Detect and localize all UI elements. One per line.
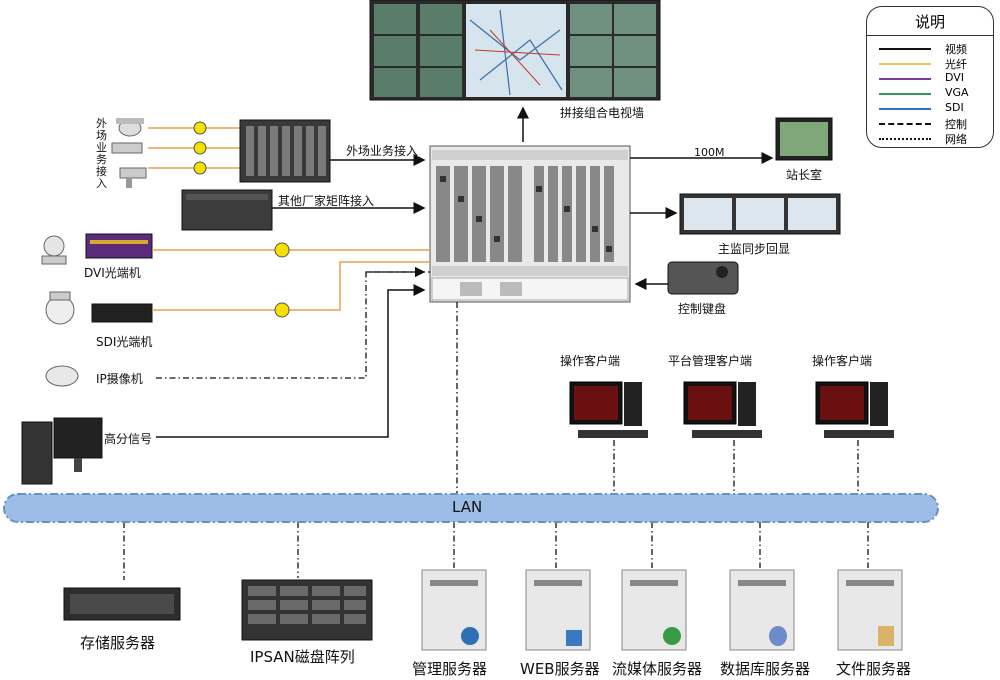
other-matrix-label: 其他厂家矩阵接入: [278, 194, 375, 208]
web-server-label: WEB服务器: [520, 660, 600, 678]
field-cameras: [111, 118, 147, 188]
ip-camera-label: IP摄像机: [96, 372, 143, 386]
legend-line-swatch: [879, 108, 931, 110]
client-pc-3: [815, 381, 894, 438]
media-server-device: [621, 569, 687, 651]
legend-item: 控制: [879, 116, 989, 131]
station-monitor: [775, 117, 833, 161]
hd-signal-label: 高分信号: [104, 432, 153, 446]
control-keyboard-label: 控制键盘: [678, 302, 727, 316]
legend-item-label: 控制: [945, 118, 967, 131]
video-wall-label: 拼接组合电视墙: [560, 106, 645, 120]
client-pc-2: [683, 381, 762, 438]
legend-item-label: 光纤: [945, 58, 967, 71]
legend-line-swatch: [879, 63, 931, 65]
legend-line-swatch: [879, 78, 931, 80]
field-optical-rack: [239, 119, 331, 183]
mgmt-server-label: 管理服务器: [412, 660, 488, 678]
media-server-label: 流媒体服务器: [612, 660, 703, 678]
storage-server-device: [63, 587, 181, 621]
matrix-chassis: [429, 145, 631, 303]
db-server-device: [729, 569, 795, 651]
control-keyboard-device: [667, 261, 739, 295]
lan-label: LAN: [452, 498, 483, 516]
ipsan-label: IPSAN磁盘阵列: [250, 648, 355, 666]
op-client-2-label: 操作客户端: [812, 354, 873, 368]
mgmt-server-device: [421, 569, 487, 651]
client-pc-1: [569, 381, 648, 438]
legend-line-swatch: [879, 93, 931, 95]
legend-item-label: DVI: [945, 71, 965, 84]
video-wall: [369, 0, 661, 101]
sync-display-label: 主监同步回显: [718, 242, 791, 256]
legend-title: 说明: [914, 13, 945, 31]
legend-line-swatch: [879, 48, 931, 50]
network-links: [123, 302, 869, 580]
db-server-label: 数据库服务器: [720, 660, 811, 678]
other-matrix-device: [181, 189, 273, 231]
legend-item-label: 视频: [945, 43, 967, 56]
legend-item: DVI: [879, 71, 989, 85]
web-server-device: [525, 569, 591, 651]
platform-client-label: 平台管理客户端: [668, 354, 753, 368]
field-cameras-label: 外场业务接入: [96, 117, 107, 190]
lan-bus: [3, 493, 939, 523]
sdi-camera: [45, 291, 75, 325]
legend-divider: [867, 35, 993, 36]
storage-server-label: 存储服务器: [80, 634, 156, 652]
field-input-label: 外场业务接入: [346, 144, 419, 158]
legend-item: 网络: [879, 131, 989, 146]
hd-signal-pc: [21, 417, 103, 485]
legend-item: 视频: [879, 41, 989, 56]
dvi-optical-device: [85, 233, 153, 259]
legend-item-label: VGA: [945, 86, 969, 99]
file-server-device: [837, 569, 903, 651]
op-client-1-label: 操作客户端: [560, 354, 621, 368]
sync-display-screens: [679, 193, 841, 235]
ipsan-device: [241, 579, 373, 641]
legend-item: SDI: [879, 101, 989, 115]
dvi-camera: [41, 235, 67, 265]
legend-item-label: SDI: [945, 101, 964, 114]
sdi-optical-device: [91, 303, 153, 323]
legend-item: 光纤: [879, 56, 989, 71]
fiber-connectors: [148, 121, 240, 175]
sdi-optical-label: SDI光端机: [96, 335, 153, 349]
file-server-label: 文件服务器: [836, 660, 912, 678]
legend-item-label: 网络: [945, 133, 967, 146]
legend-line-swatch: [879, 123, 931, 125]
legend-line-swatch: [879, 138, 931, 140]
ip-camera-device: [45, 365, 79, 387]
station-room-label: 站长室: [786, 168, 823, 182]
link-speed-label: 100M: [694, 146, 725, 159]
legend-item: VGA: [879, 86, 989, 100]
dvi-optical-label: DVI光端机: [84, 266, 141, 280]
